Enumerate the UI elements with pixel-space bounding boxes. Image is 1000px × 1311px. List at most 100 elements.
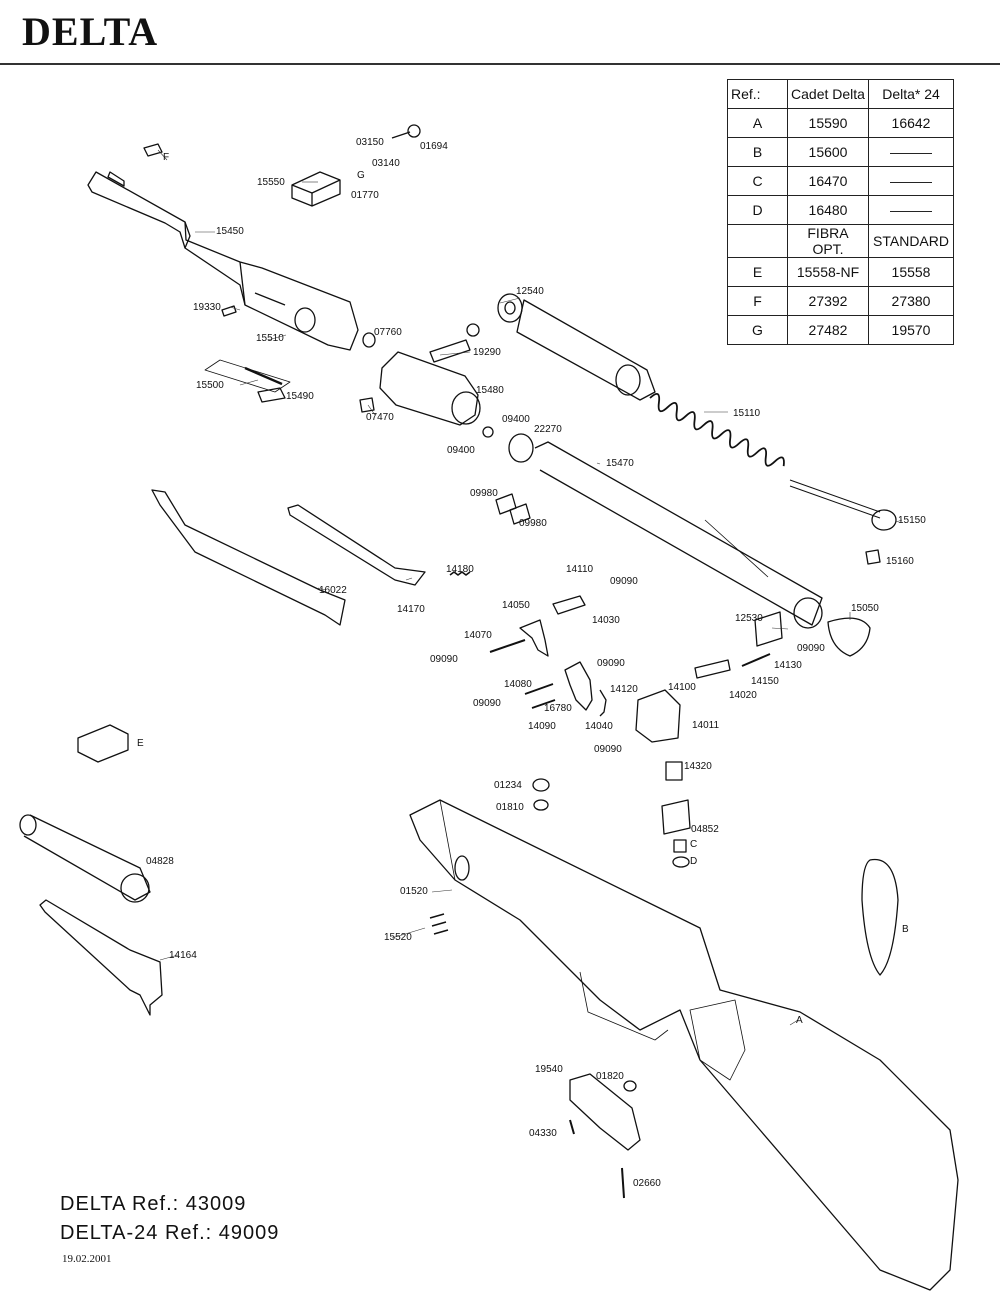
part-label: 16022 <box>319 585 347 596</box>
part-label: 14110 <box>566 564 594 575</box>
part-label: 15550 <box>257 177 285 188</box>
cylinder-15470 <box>508 433 823 629</box>
table-row: B 15600 ——— <box>727 137 954 167</box>
part-label: 07470 <box>366 412 394 423</box>
front-sight-f <box>143 143 163 157</box>
trigger-unit-14164 <box>39 899 163 1016</box>
table-cell: 15590 <box>787 108 869 138</box>
part-label: 09090 <box>610 576 638 587</box>
table-cell: C <box>727 166 788 196</box>
part-label: 12540 <box>516 286 544 297</box>
reference-table: Ref.: Cadet Delta Delta* 24 A 15590 1664… <box>727 79 954 345</box>
table-cell: Delta* 24 <box>868 79 954 109</box>
part-label: 14030 <box>592 615 620 626</box>
trigger-guard <box>569 1073 641 1151</box>
table-cell: 27380 <box>868 286 954 316</box>
model-ref-line-1: DELTA Ref.: 43009 <box>60 1193 247 1215</box>
part-label: 14040 <box>585 721 613 732</box>
part-label: 12530 <box>735 613 763 624</box>
part-label: 14050 <box>502 600 530 611</box>
table-cell: B <box>727 137 788 167</box>
table-cell: STANDARD <box>868 224 954 258</box>
table-cell: 16480 <box>787 195 869 225</box>
cocking-lever-14170 <box>287 504 426 586</box>
table-cell: ——— <box>868 137 954 167</box>
table-cell: FIBRA OPT. <box>787 224 869 258</box>
part-label: 03150 <box>356 137 384 148</box>
part-label: 19330 <box>193 302 221 313</box>
part-label: 09090 <box>797 643 825 654</box>
part-label: 14020 <box>729 690 757 701</box>
table-row: F 27392 27380 <box>727 286 954 316</box>
part-label: B <box>902 924 909 935</box>
part-label: 15110 <box>733 408 761 419</box>
part-label: F <box>163 152 170 163</box>
part-label: 14180 <box>446 564 474 575</box>
part-label: 01694 <box>420 141 448 152</box>
mount-parts <box>532 761 691 868</box>
part-label: 15050 <box>851 603 879 614</box>
part-label: 15500 <box>196 380 224 391</box>
part-label: 02660 <box>633 1178 661 1189</box>
table-cell: D <box>727 195 788 225</box>
barrel-assembly <box>87 171 359 351</box>
cocking-lever-16022 <box>151 489 346 626</box>
part-label: 09400 <box>502 414 530 425</box>
part-label: 01520 <box>400 886 428 897</box>
table-row: D 16480 ——— <box>727 195 954 225</box>
trigger-mechanism <box>489 595 871 743</box>
part-label: 15450 <box>216 226 244 237</box>
part-label: 15160 <box>886 556 914 567</box>
table-cell: G <box>727 315 788 345</box>
part-label: 09400 <box>447 445 475 456</box>
part-label: 04852 <box>691 824 719 835</box>
part-label: 01820 <box>596 1071 624 1082</box>
part-label: C <box>690 839 698 850</box>
part-label: A <box>796 1015 803 1026</box>
sight-e <box>77 724 129 763</box>
part-label: 15480 <box>476 385 504 396</box>
part-label: 14170 <box>397 604 425 615</box>
part-label: 14130 <box>774 660 802 671</box>
table-row: C 16470 ——— <box>727 166 954 196</box>
part-label: 09090 <box>597 658 625 669</box>
part-label: 14090 <box>528 721 556 732</box>
part-label: 14150 <box>751 676 779 687</box>
page-title: DELTA <box>22 9 159 54</box>
table-cell: 15558 <box>868 257 954 287</box>
part-label: 16780 <box>544 703 572 714</box>
part-label: 14100 <box>668 682 696 693</box>
part-label: 15470 <box>606 458 634 469</box>
part-label: 14320 <box>684 761 712 772</box>
table-cell: 27392 <box>787 286 869 316</box>
part-label: 09980 <box>470 488 498 499</box>
part-label: 01770 <box>351 190 379 201</box>
part-label: 09090 <box>594 744 622 755</box>
part-label: 15490 <box>286 391 314 402</box>
table-cell: Cadet Delta <box>787 79 869 109</box>
part-label: 14011 <box>692 720 720 731</box>
table-cell: ——— <box>868 195 954 225</box>
table-subheader-row: FIBRA OPT. STANDARD <box>727 224 954 258</box>
table-header-row: Ref.: Cadet Delta Delta* 24 <box>727 79 954 109</box>
table-row: A 15590 16642 <box>727 108 954 138</box>
part-label: 01234 <box>494 780 522 791</box>
main-spring <box>649 392 785 467</box>
part-label: 19540 <box>535 1064 563 1075</box>
piston-assembly <box>379 323 494 438</box>
part-label: 19290 <box>473 347 501 358</box>
table-cell: ——— <box>868 166 954 196</box>
part-label: 15150 <box>898 515 926 526</box>
table-cell: 19570 <box>868 315 954 345</box>
part-label: 09090 <box>473 698 501 709</box>
table-cell: Ref.: <box>727 79 788 109</box>
tube-04828 <box>19 814 151 903</box>
stock-assembly <box>409 799 959 1291</box>
table-cell: 27482 <box>787 315 869 345</box>
part-label: 14070 <box>464 630 492 641</box>
part-label: G <box>357 170 365 181</box>
model-ref-line-2: DELTA-24 Ref.: 49009 <box>60 1222 280 1244</box>
part-label: 14120 <box>610 684 638 695</box>
compression-tube <box>497 293 656 401</box>
